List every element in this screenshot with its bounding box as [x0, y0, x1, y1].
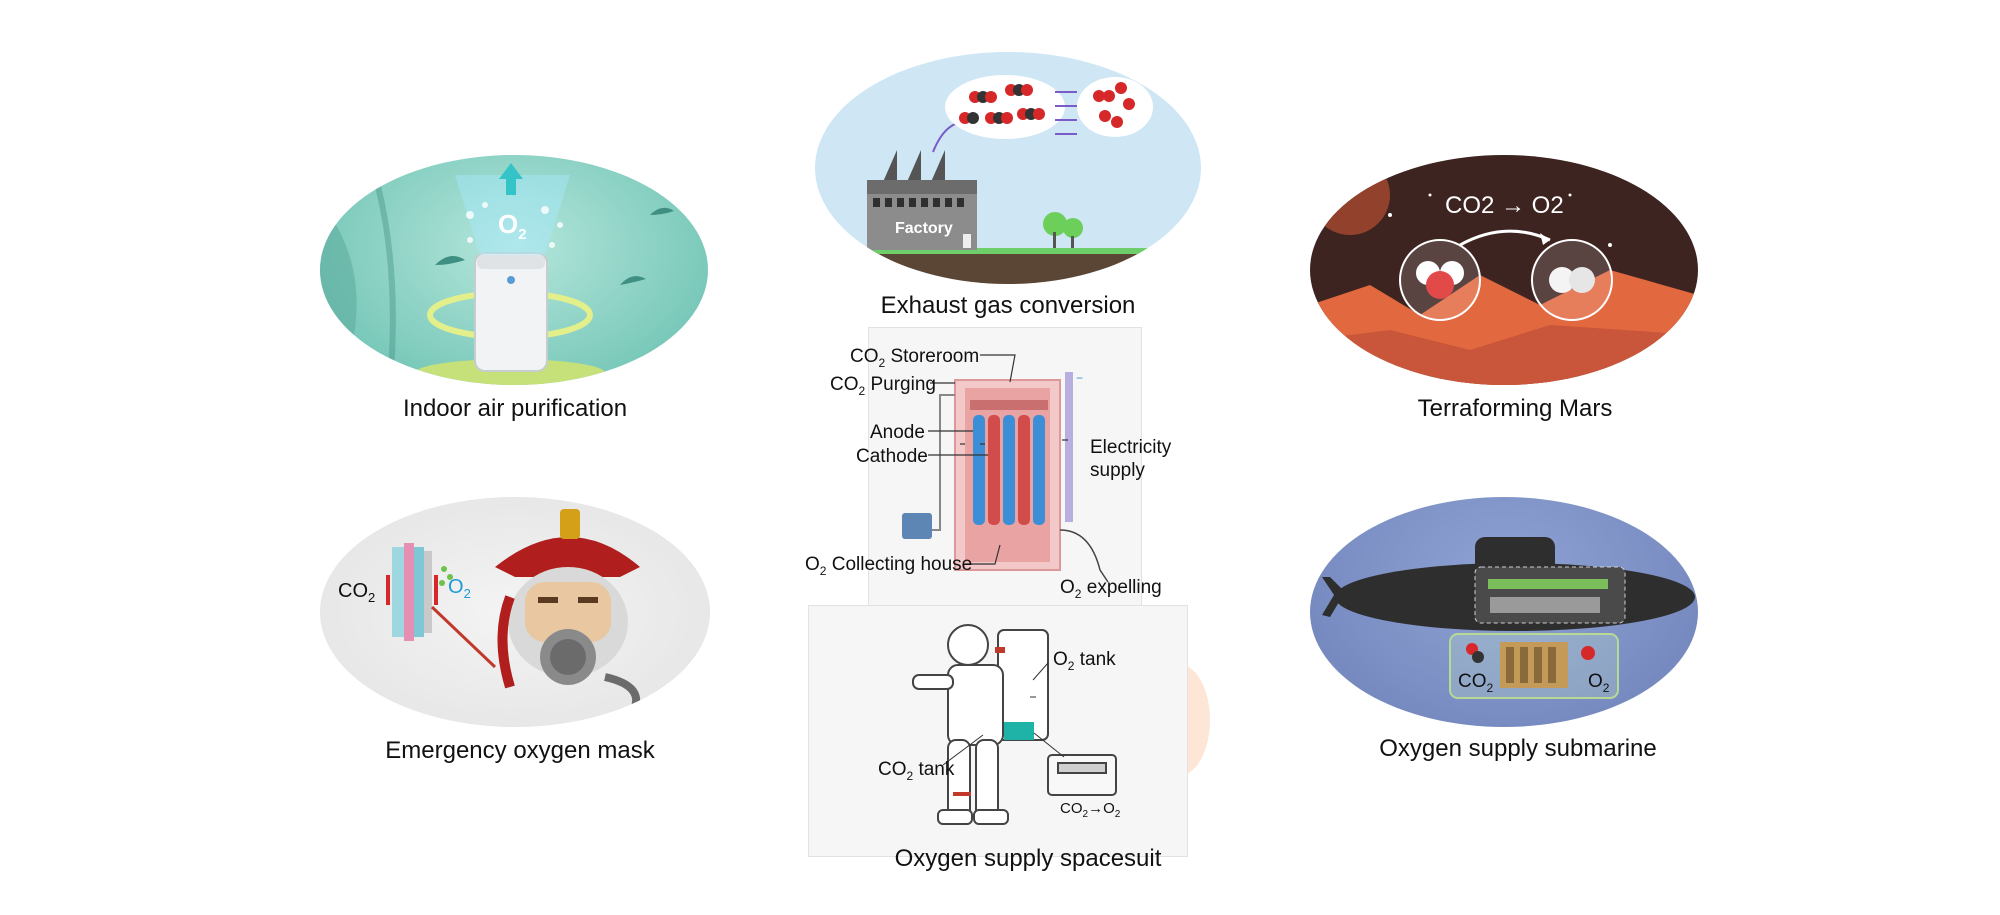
o2-cloud	[1077, 77, 1153, 137]
caption-mask: Emergency oxygen mask	[385, 737, 655, 764]
air-purifier-icon	[474, 252, 548, 372]
mars-equation: CO2 → O2	[1445, 192, 1564, 219]
leaf-icon	[620, 276, 646, 285]
label-expelling: O2 expelling	[1060, 577, 1162, 601]
leaf-icon	[435, 256, 465, 265]
floor-platform	[415, 359, 605, 385]
pump-icon	[902, 513, 932, 539]
conversion-arrows	[1055, 91, 1077, 135]
astronaut-icon	[912, 624, 1049, 825]
exhaust-gas-scene: Factory	[815, 52, 1201, 284]
firefighter-icon	[495, 509, 641, 720]
arrow-up-icon	[499, 163, 523, 195]
factory-label: Factory	[895, 220, 953, 237]
leaf-icon	[650, 207, 674, 215]
label-electricity-supply: supply	[1090, 460, 1145, 481]
svg-text:−: −	[1076, 371, 1083, 385]
electrode-rods	[973, 415, 1045, 525]
converter-unit-icon	[1500, 642, 1568, 688]
submarine-icon	[1322, 537, 1695, 631]
co2-cloud	[945, 75, 1065, 139]
power-supply-bar	[1065, 372, 1073, 522]
label-o2-tank: O2 tank	[1053, 649, 1116, 673]
tree-icon	[1043, 212, 1083, 248]
spacesuit-diagram: O2 tank CO2 tank CO2→O2	[878, 624, 1121, 825]
mask-co2-label: CO2	[338, 580, 375, 605]
caption-mars: Terraforming Mars	[1417, 395, 1613, 422]
label-electricity: Electricity	[1090, 437, 1172, 458]
label-purging: CO2 Purging	[830, 374, 936, 398]
label-cathode: Cathode	[856, 446, 928, 467]
caption-indoor: Indoor air purification	[402, 395, 628, 422]
label-collecting-house: O2 Collecting house	[805, 554, 972, 578]
converter-box-icon	[1047, 754, 1117, 796]
caption-submarine: Oxygen supply submarine	[1379, 735, 1657, 762]
mask-o2-label: O2	[448, 576, 471, 601]
submarine-scene: CO2 O2	[1310, 497, 1698, 727]
emergency-mask-scene: CO2 O2	[320, 497, 710, 727]
label-conversion: CO2→O2	[1060, 800, 1121, 820]
label-storeroom: CO2 Storeroom	[850, 346, 979, 370]
suit-module-icon	[1004, 722, 1034, 740]
planet-icon	[1310, 155, 1390, 235]
curtain-shape	[320, 215, 357, 355]
caption-spacesuit: Oxygen supply spacesuit	[894, 845, 1162, 872]
air-beam	[455, 175, 570, 255]
terraforming-mars-scene: CO2 → O2	[1310, 155, 1698, 385]
indoor-air-purification-scene: O2	[320, 155, 708, 385]
label-anode: Anode	[870, 422, 925, 443]
filter-module-icon	[386, 543, 438, 641]
electrochemical-device-diagram: − CO2 Storeroom CO2 Purging Anode Cathod…	[805, 346, 1172, 601]
caption-exhaust: Exhaust gas conversion	[880, 292, 1136, 319]
factory-icon	[867, 150, 977, 250]
label-co2-tank: CO2 tank	[878, 759, 955, 783]
